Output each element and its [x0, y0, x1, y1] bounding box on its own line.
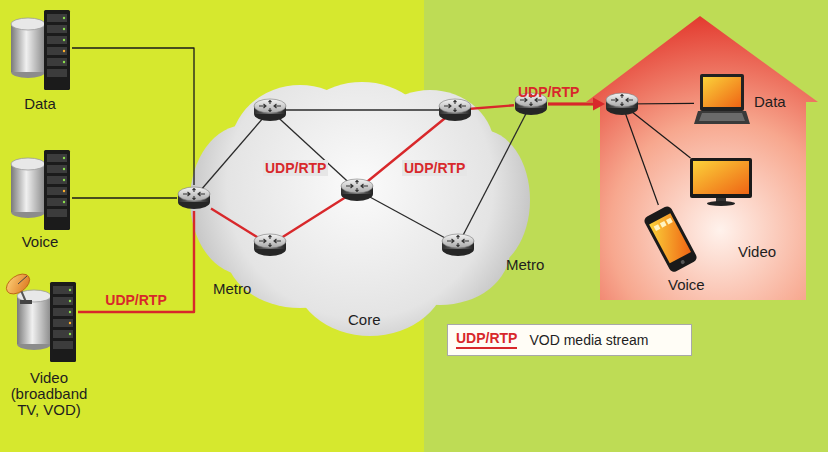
connector: [548, 104, 658, 205]
connector-line: [548, 103, 596, 106]
device-node: Voice: [640, 205, 702, 275]
connector-line: [548, 103, 596, 106]
server-node: Voice: [8, 148, 72, 232]
node-label: Voice: [5, 234, 75, 250]
device-node: Video: [690, 158, 752, 206]
connector: [72, 48, 194, 185]
stream-label: UDP/RTP: [518, 84, 579, 100]
node-label: Voice: [668, 277, 705, 293]
stream-arrowhead: [593, 98, 605, 111]
data-server-icon: [11, 10, 70, 90]
router-icon: [254, 99, 286, 121]
router-icon: [341, 179, 373, 201]
node-label: Video: [738, 244, 776, 260]
connector-line: [548, 103, 596, 106]
device-node: Data: [694, 74, 750, 132]
node-label: Data: [754, 94, 786, 110]
region-label: Core: [348, 312, 381, 328]
connector-line: [622, 104, 658, 205]
house: [586, 16, 818, 300]
node-label: Metro: [506, 257, 544, 273]
node-label: Metro: [213, 281, 251, 297]
connector: [78, 211, 194, 312]
connector: [211, 105, 514, 245]
server-node: Data: [8, 8, 72, 92]
legend-sample-label: UDP/RTP: [456, 330, 517, 346]
tv-icon: [690, 158, 752, 206]
connector-line: [78, 211, 194, 312]
laptop-icon: [694, 74, 750, 124]
router-node: Metro: [177, 185, 211, 211]
stream-label: UDP/RTP: [105, 292, 166, 308]
legend-text: VOD media stream: [529, 332, 648, 348]
home-router-icon: [606, 93, 638, 115]
router-icon: [178, 187, 210, 209]
router-icon: [254, 234, 286, 256]
node-label: Data: [5, 96, 75, 112]
voice-server-icon: [11, 150, 70, 230]
stream-label: UDP/RTP: [263, 160, 328, 176]
stream-label: UDP/RTP: [402, 160, 467, 176]
connector: [72, 198, 177, 199]
router-icon: [442, 234, 474, 256]
server-node: Video (broadband TV, VOD): [14, 280, 78, 364]
phone-icon: [643, 205, 699, 274]
router-icon: [439, 99, 471, 121]
legend-box: UDP/RTP VOD media stream: [447, 324, 692, 356]
network-cloud: [190, 82, 530, 336]
video-server-icon: [17, 282, 76, 362]
connector-line: [72, 48, 194, 185]
connector-line: [211, 105, 514, 245]
connector-line: [72, 197, 177, 198]
node-label: Video (broadband TV, VOD): [4, 370, 94, 418]
legend-sample-line: [456, 347, 517, 349]
mesh-links: [194, 104, 531, 245]
satellite-dish: [3, 270, 33, 304]
